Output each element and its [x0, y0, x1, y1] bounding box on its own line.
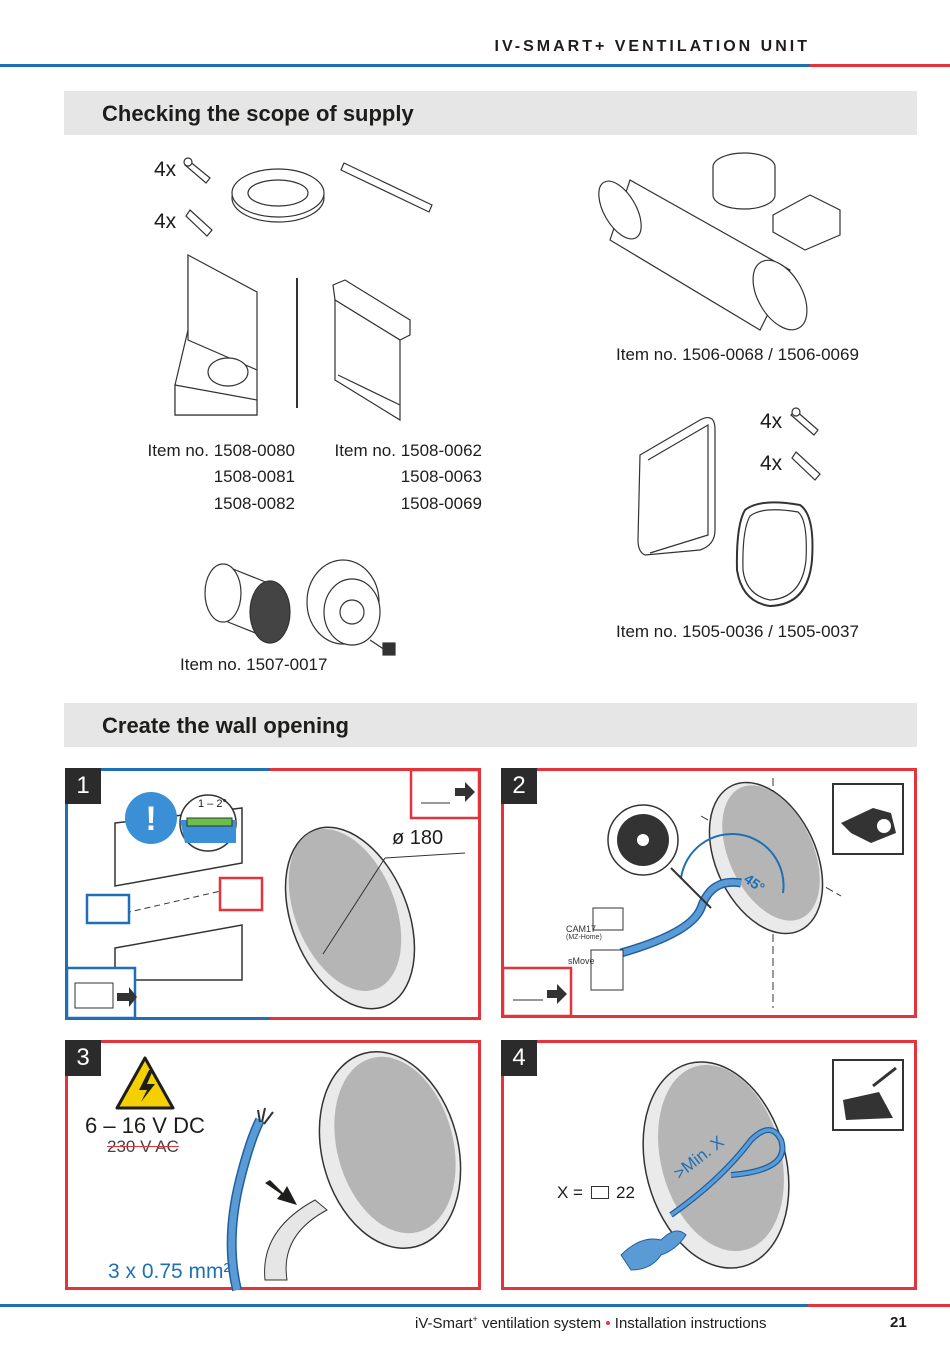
item-number-hood-a-2: 1508-0081 [213, 467, 295, 486]
scope-illustrations [174, 152, 841, 656]
wall-tube-icon [598, 152, 841, 331]
step-number-1: 1 [65, 768, 101, 804]
step-1-illustration: ! [65, 768, 481, 1020]
qty-screws-2: 4x [760, 410, 783, 433]
item-number-hood-b-3: 1508-0069 [400, 494, 482, 513]
item-number-hood-a-3: 1508-0082 [213, 494, 295, 513]
step-2-panel [501, 768, 917, 1018]
footer-rule-blue [0, 1304, 808, 1307]
document-title: IV-SMART+ VENTILATION UNIT [494, 38, 810, 55]
svg-text:!: ! [145, 800, 156, 838]
voltage-crossed-label: 230 V AC [107, 1137, 179, 1156]
filter-fan-icon [204, 559, 396, 656]
dowel-icon [185, 209, 213, 237]
screw-icon-2 [790, 407, 819, 436]
opening-diameter: ø 180 [392, 827, 444, 849]
smove-label: sMove [568, 956, 595, 966]
qty-dowels: 4x [154, 210, 177, 233]
step-2-illustration [501, 778, 904, 1018]
voltage-label: 6 – 16 V DC [85, 1113, 205, 1138]
x-reference-label: X = [557, 1183, 583, 1202]
inner-cover-icon [637, 417, 814, 608]
footer-rule-red [808, 1304, 950, 1307]
section-header-scope: Checking the scope of supply [64, 91, 917, 135]
rod-icon [340, 162, 433, 213]
item-number-tube: Item no. 1506-0068 / 1506-0069 [616, 345, 859, 364]
section-header-opening: Create the wall opening [64, 703, 917, 747]
step-number-2: 2 [501, 768, 537, 804]
item-number-hood-a: Item no. 1508-0080 [147, 441, 295, 460]
header-rule-blue [0, 64, 810, 67]
step-number-4: 4 [501, 1040, 537, 1076]
level-angle: 1 – 2° [198, 798, 227, 810]
flat-hood-icon [332, 279, 411, 422]
qty-screws: 4x [154, 158, 177, 181]
screw-icon [183, 157, 211, 184]
step-4-illustration [620, 1059, 904, 1271]
step-3-illustration [115, 1051, 462, 1292]
book-icon [591, 1186, 609, 1199]
cam17-sub-label: (MZ-Home) [566, 934, 602, 941]
item-number-hood-b: Item no. 1508-0062 [334, 441, 482, 460]
item-number-fan: Item no. 1507-0017 [180, 655, 328, 674]
qty-dowels-2: 4x [760, 452, 783, 475]
cam17-label: CAM17 [566, 924, 597, 934]
step-4-panel [501, 1040, 917, 1290]
step-number-3: 3 [65, 1040, 101, 1076]
footer-text: iV-Smart+ ventilation system • Installat… [415, 1314, 767, 1332]
item-number-hood-b-2: 1508-0063 [400, 467, 482, 486]
dowel-icon-2 [791, 451, 821, 481]
page-reference: 22 [616, 1183, 635, 1202]
step-3-panel [65, 1040, 481, 1290]
cable-size-label: 3 x 0.75 mm² [108, 1260, 231, 1283]
seal-ring-icon [231, 168, 325, 223]
item-number-cover: Item no. 1505-0036 / 1505-0037 [616, 622, 859, 641]
header-rule-red [810, 64, 950, 67]
page-number: 21 [890, 1314, 907, 1331]
outer-hood-icon [174, 253, 258, 416]
